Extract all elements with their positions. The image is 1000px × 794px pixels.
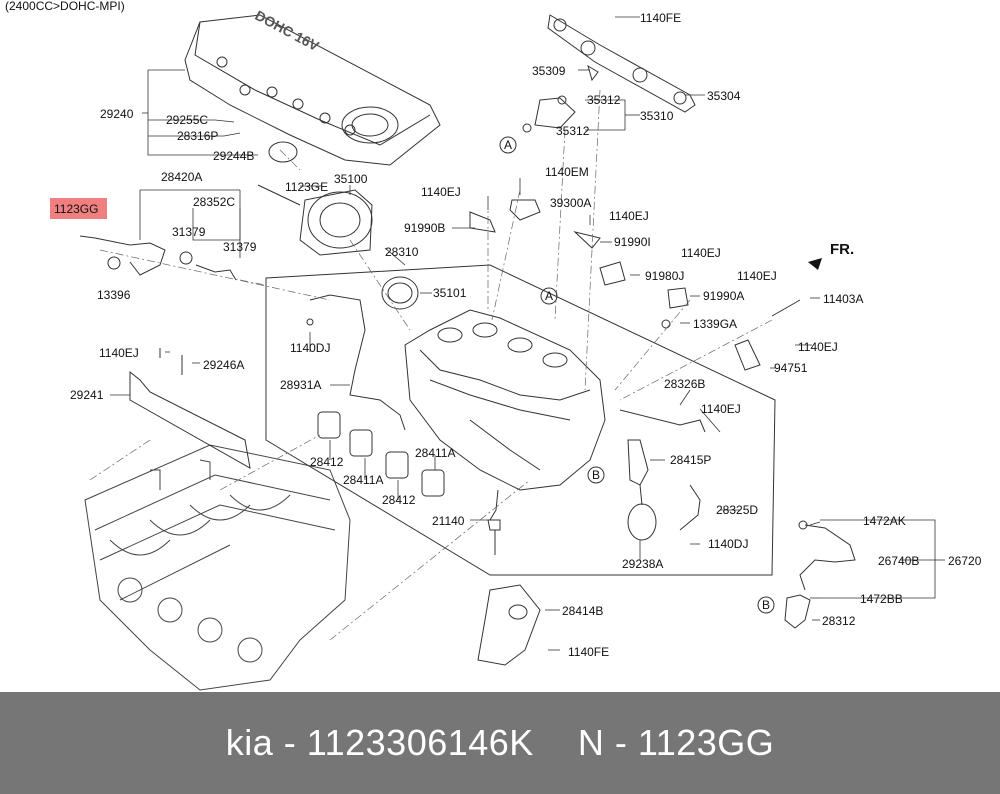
label-35100: 35100 — [334, 172, 368, 186]
label-28312: 28312 — [822, 614, 856, 628]
bracket-91990a-drawing — [667, 287, 689, 309]
hose-assembly-drawing — [79, 235, 237, 281]
label-28352C: 28352C — [193, 195, 235, 209]
label-35312-a: 35312 — [587, 93, 621, 107]
callout-a-top: A — [504, 138, 512, 152]
bracket-91990b-drawing — [469, 211, 496, 233]
label-91990A: 91990A — [703, 289, 744, 303]
label-29241: 29241 — [70, 388, 104, 402]
fr-label: FR. — [830, 241, 854, 258]
footer-brand: kia — [225, 722, 274, 763]
footer-code: 1123GG — [637, 722, 775, 763]
label-28411A-a: 28411A — [343, 473, 383, 487]
fuel-rail-drawing — [522, 14, 696, 133]
footer-kind: N — [577, 722, 605, 763]
label-1140EJ-g: 1140EJ — [701, 402, 741, 416]
manifold-group-outline — [265, 264, 776, 576]
label-1140FE-b: 1140FE — [568, 645, 609, 659]
label-29244B: 29244B — [213, 149, 254, 163]
leader-lines — [110, 16, 945, 651]
label-29246A: 29246A — [203, 358, 244, 372]
construction-lines — [89, 89, 773, 641]
label-28414B: 28414B — [562, 604, 603, 618]
vacuum-hose-drawing — [784, 520, 856, 629]
label-29240: 29240 — [100, 107, 134, 121]
label-91980J: 91980J — [645, 269, 684, 283]
footer-separator: - — [283, 722, 297, 763]
label-35101: 35101 — [433, 286, 467, 300]
label-31379-a: 31379 — [172, 225, 206, 239]
label-13396: 13396 — [97, 288, 131, 302]
parts-diagram: (2400CC>DOHC-MPI) DOHC 16V 1140FE 35309 … — [5, 0, 982, 691]
label-1140EJ-e: 1140EJ — [798, 340, 838, 354]
label-26720: 26720 — [948, 554, 982, 568]
bracket-91980j-drawing — [599, 261, 626, 286]
label-1140DJ-a: 1140DJ — [290, 341, 330, 355]
label-21140: 21140 — [432, 514, 465, 528]
bracket-28414b-drawing — [477, 584, 541, 666]
label-28316P: 28316P — [177, 129, 218, 143]
label-1123GG: 1123GG — [54, 202, 98, 216]
footer-part-number: 1123306146K — [306, 722, 534, 763]
label-1140EJ-b: 1140EJ — [609, 209, 649, 223]
label-26740B: 26740B — [878, 554, 919, 568]
label-28411A-b: 28411A — [415, 446, 455, 460]
bolt-11403a-drawing — [771, 299, 801, 317]
label-35310: 35310 — [640, 109, 674, 123]
label-91990B: 91990B — [404, 221, 445, 235]
callout-b-mid: B — [592, 468, 600, 482]
label-1472BB: 1472BB — [860, 592, 903, 606]
fr-arrow-icon — [808, 258, 822, 270]
label-1140EM: 1140EM — [545, 165, 589, 179]
label-35309: 35309 — [532, 64, 566, 78]
bracket-91990i-drawing — [573, 231, 601, 249]
intake-manifold-drawing — [306, 294, 606, 491]
label-29238A: 29238A — [622, 557, 663, 571]
label-1140EJ-a: 1140EJ — [421, 185, 461, 199]
rocker-cover-drawing — [184, 14, 441, 166]
gaskets-drawing — [317, 411, 445, 497]
label-1123GE: 1123GE — [285, 180, 328, 194]
footer-separator-2: - — [614, 722, 628, 763]
header-note: (2400CC>DOHC-MPI) — [5, 0, 125, 13]
label-1140EJ-d: 1140EJ — [737, 269, 777, 283]
label-28412-a: 28412 — [310, 455, 344, 469]
label-1140EJ-f: 1140EJ — [99, 346, 139, 360]
cover-logo: DOHC 16V — [252, 7, 322, 54]
label-29255C: 29255C — [166, 113, 208, 127]
label-1140EJ-c: 1140EJ — [681, 246, 721, 260]
label-28412-b: 28412 — [382, 493, 416, 507]
label-28420A: 28420A — [161, 170, 202, 184]
label-1339GA: 1339GA — [693, 317, 737, 331]
label-28326B: 28326B — [664, 377, 705, 391]
label-1140FE-a: 1140FE — [640, 11, 681, 25]
part-footer-banner: kia - 1123306146K N - 1123GG — [0, 692, 1000, 794]
label-1140DJ-b: 1140DJ — [708, 537, 748, 551]
label-31379-b: 31379 — [223, 240, 257, 254]
label-28310: 28310 — [385, 245, 419, 259]
label-94751: 94751 — [774, 361, 808, 375]
label-28325D: 28325D — [716, 503, 758, 517]
label-35312-b: 35312 — [556, 124, 590, 138]
callout-b-right: B — [762, 598, 770, 612]
label-28415P: 28415P — [670, 453, 711, 467]
grommet-drawing — [661, 319, 671, 329]
throttle-body-drawing — [257, 184, 419, 310]
callout-a-mid: A — [545, 289, 553, 303]
label-11403A: 11403A — [823, 292, 863, 306]
label-91990I: 91990I — [614, 235, 651, 249]
label-35304: 35304 — [707, 89, 741, 103]
label-1472AK: 1472AK — [863, 514, 906, 528]
bracket-94751-drawing — [734, 339, 761, 371]
label-39300A: 39300A — [550, 196, 591, 210]
label-28931A: 28931A — [280, 378, 321, 392]
cylinder-head-drawing — [84, 444, 351, 691]
sensor-39300a-drawing — [509, 199, 541, 221]
solenoid-drawing — [487, 409, 706, 555]
highlight-box — [50, 198, 107, 219]
bracket-drawing — [129, 348, 251, 469]
